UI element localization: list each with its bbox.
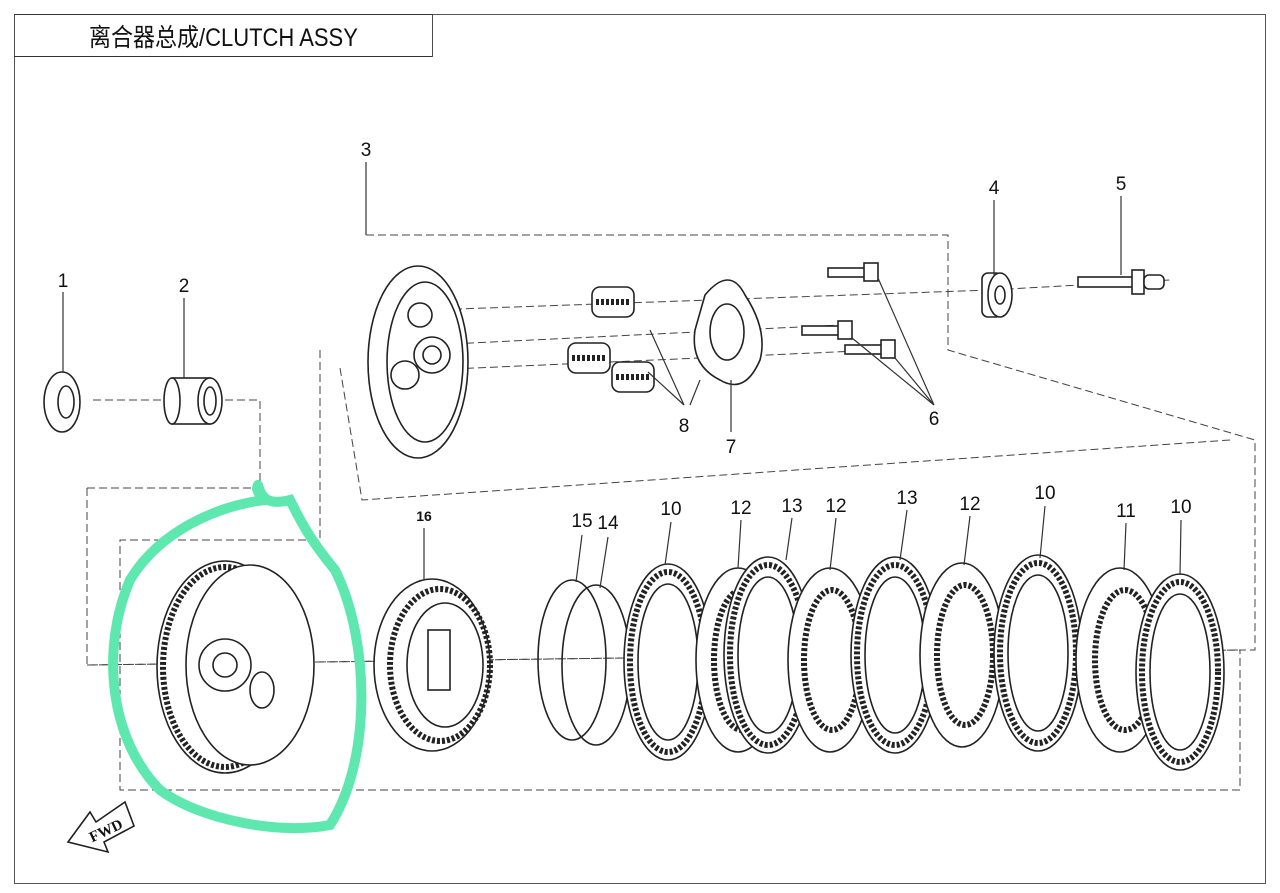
callout-5: 5	[1116, 174, 1127, 195]
fwd-arrow-icon: FWD	[66, 800, 135, 854]
friction-plate	[993, 554, 1083, 752]
friction-plate	[623, 563, 713, 761]
callout-10: 10	[660, 499, 681, 520]
pressure-plate	[367, 265, 469, 459]
callout-15: 15	[571, 511, 592, 532]
callout-13: 13	[896, 488, 917, 509]
pressure-plate-outline	[86, 367, 1241, 666]
callout-11: 11	[1116, 501, 1136, 522]
drawing-frame	[14, 14, 1266, 884]
callout-8: 8	[679, 416, 690, 437]
guide-lines	[429, 279, 1171, 371]
callout-14: 14	[597, 513, 619, 534]
callout-10: 10	[1034, 483, 1055, 504]
title-box: 离合器总成/CLUTCH ASSY	[14, 14, 433, 57]
callout-12: 12	[825, 496, 846, 517]
callout-3: 3	[361, 140, 372, 161]
part-7-lifter-plate	[693, 279, 763, 386]
part-6-bolts	[801, 262, 896, 359]
callout-10: 10	[1170, 497, 1191, 518]
leader-lines	[62, 162, 1182, 589]
callout-7: 7	[726, 437, 737, 458]
assembly-3-outline	[119, 234, 1256, 791]
callout-16: 16	[416, 508, 432, 524]
callout-6: 6	[929, 409, 940, 430]
part-15-ring	[537, 579, 607, 741]
steel-plate	[919, 562, 1005, 748]
part-2-bushing	[163, 377, 223, 425]
callout-1: 1	[58, 271, 69, 292]
diagram-title: 离合器总成/CLUTCH ASSY	[88, 23, 358, 52]
friction-plate	[1135, 573, 1225, 771]
part-4-bearing	[981, 272, 1013, 318]
part-1-washer	[43, 371, 81, 433]
part-16-clutch-hub	[373, 578, 493, 752]
part-14-ring	[561, 584, 631, 746]
callout-13: 13	[781, 496, 802, 517]
part-5-push-rod	[1077, 269, 1165, 295]
callout-12: 12	[730, 498, 751, 519]
clutch-basket	[156, 560, 315, 774]
callout-2: 2	[179, 276, 190, 297]
callout-4: 4	[989, 178, 1000, 199]
callout-12: 12	[959, 494, 980, 515]
highlight-circle	[108, 480, 367, 834]
part-8-springs	[567, 286, 655, 393]
